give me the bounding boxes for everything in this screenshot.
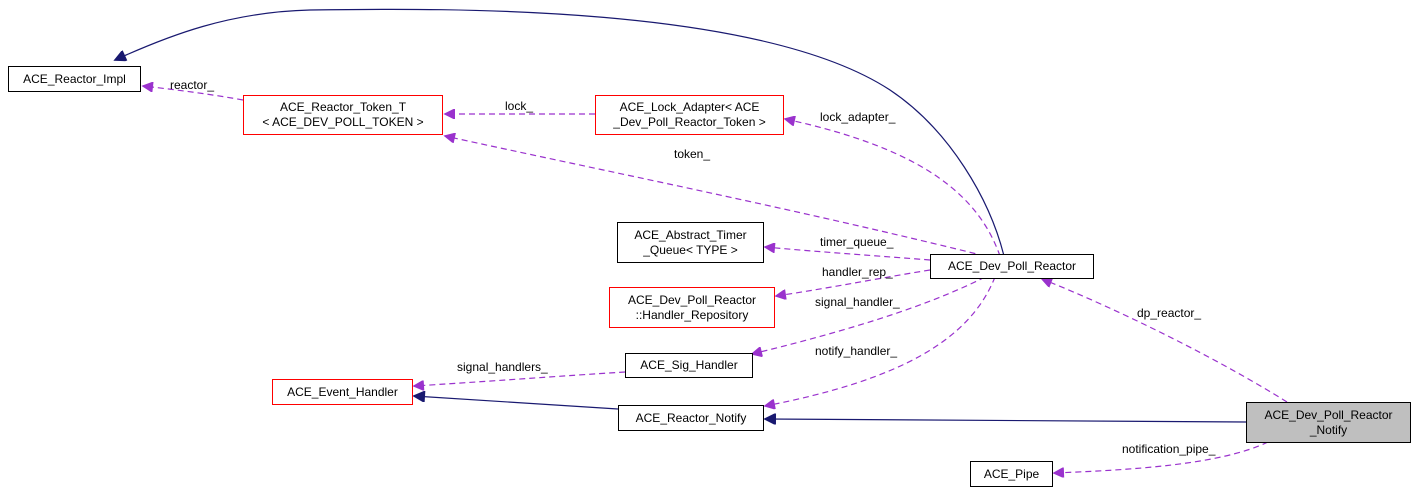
node-label: _Notify [1309, 422, 1348, 437]
node-ace-lock-adapter[interactable]: ACE_Lock_Adapter< ACE _Dev_Poll_Reactor_… [595, 95, 784, 135]
edge-label-lock: lock_ [505, 99, 533, 113]
node-ace-abstract-timer-queue[interactable]: ACE_Abstract_Timer _Queue< TYPE > [617, 222, 764, 263]
node-label: ACE_Dev_Poll_Reactor [947, 259, 1077, 273]
node-label: ACE_Sig_Handler [640, 358, 738, 372]
edge-label-handler-rep: handler_rep_ [822, 265, 893, 279]
node-ace-reactor-token-t[interactable]: ACE_Reactor_Token_T < ACE_DEV_POLL_TOKEN… [243, 95, 443, 135]
usage-edge-dp-reactor [1042, 279, 1288, 403]
node-ace-handler-repository[interactable]: ACE_Dev_Poll_Reactor ::Handler_Repositor… [609, 287, 775, 328]
edge-label-timer-queue: timer_queue_ [820, 235, 894, 249]
usage-edge-timer-queue [765, 247, 931, 261]
node-ace-reactor-impl[interactable]: ACE_Reactor_Impl [8, 66, 141, 92]
usage-edge-notification-pipe [1054, 441, 1269, 473]
edge-label-token: token_ [674, 147, 710, 161]
node-ace-event-handler[interactable]: ACE_Event_Handler [272, 379, 413, 405]
node-ace-pipe[interactable]: ACE_Pipe [970, 461, 1053, 487]
node-ace-sig-handler[interactable]: ACE_Sig_Handler [625, 353, 753, 378]
node-label: ACE_Pipe [983, 466, 1040, 481]
edge-label-lock-adapter: lock_adapter_ [820, 110, 896, 124]
edge-label-signal-handler: signal_handler_ [815, 295, 900, 309]
node-label: ::Handler_Repository [635, 307, 749, 322]
usage-edge-token [445, 136, 986, 257]
node-label: _Queue< TYPE > [643, 242, 738, 257]
edge-label-notify-handler: notify_handler_ [815, 344, 897, 358]
edge-label-dp-reactor: dp_reactor_ [1137, 306, 1201, 320]
inherit-edge-dev-poll-reactor-notify-to-reactor-notify [765, 419, 1247, 422]
node-label: _Dev_Poll_Reactor_Token > [613, 115, 766, 129]
usage-edge-reactor [143, 86, 244, 101]
node-label: ACE_Abstract_Timer [634, 227, 747, 242]
usage-edge-signal-handlers [414, 371, 626, 386]
usage-edge-signal-handler [752, 276, 986, 354]
usage-edge-lock-adapter [785, 119, 1001, 257]
usage-edge-notify-handler [765, 276, 996, 406]
inherit-edge-dev-poll-reactor-to-reactor-impl [115, 8, 1005, 257]
node-ace-dev-poll-reactor[interactable]: ACE_Dev_Poll_Reactor [930, 254, 1094, 279]
node-label: ACE_Dev_Poll_Reactor [1264, 407, 1393, 422]
edge-label-reactor: reactor_ [170, 78, 214, 92]
edge-label-notification-pipe: notification_pipe_ [1122, 442, 1216, 456]
node-label: ACE_Event_Handler [287, 384, 398, 399]
node-ace-dev-poll-reactor-notify: ACE_Dev_Poll_Reactor _Notify [1246, 402, 1411, 443]
node-label: ACE_Reactor_Token_T [279, 100, 407, 114]
node-label: ACE_Dev_Poll_Reactor [627, 292, 757, 307]
node-ace-reactor-notify[interactable]: ACE_Reactor_Notify [618, 405, 764, 431]
node-label: ACE_Lock_Adapter< ACE [619, 100, 760, 114]
node-label: < ACE_DEV_POLL_TOKEN > [262, 115, 424, 129]
edge-label-signal-handlers: signal_handlers_ [457, 360, 548, 374]
node-label: ACE_Reactor_Impl [23, 71, 126, 86]
node-label: ACE_Reactor_Notify [635, 410, 747, 425]
inherit-edge-reactor-notify-to-event-handler [414, 396, 619, 410]
